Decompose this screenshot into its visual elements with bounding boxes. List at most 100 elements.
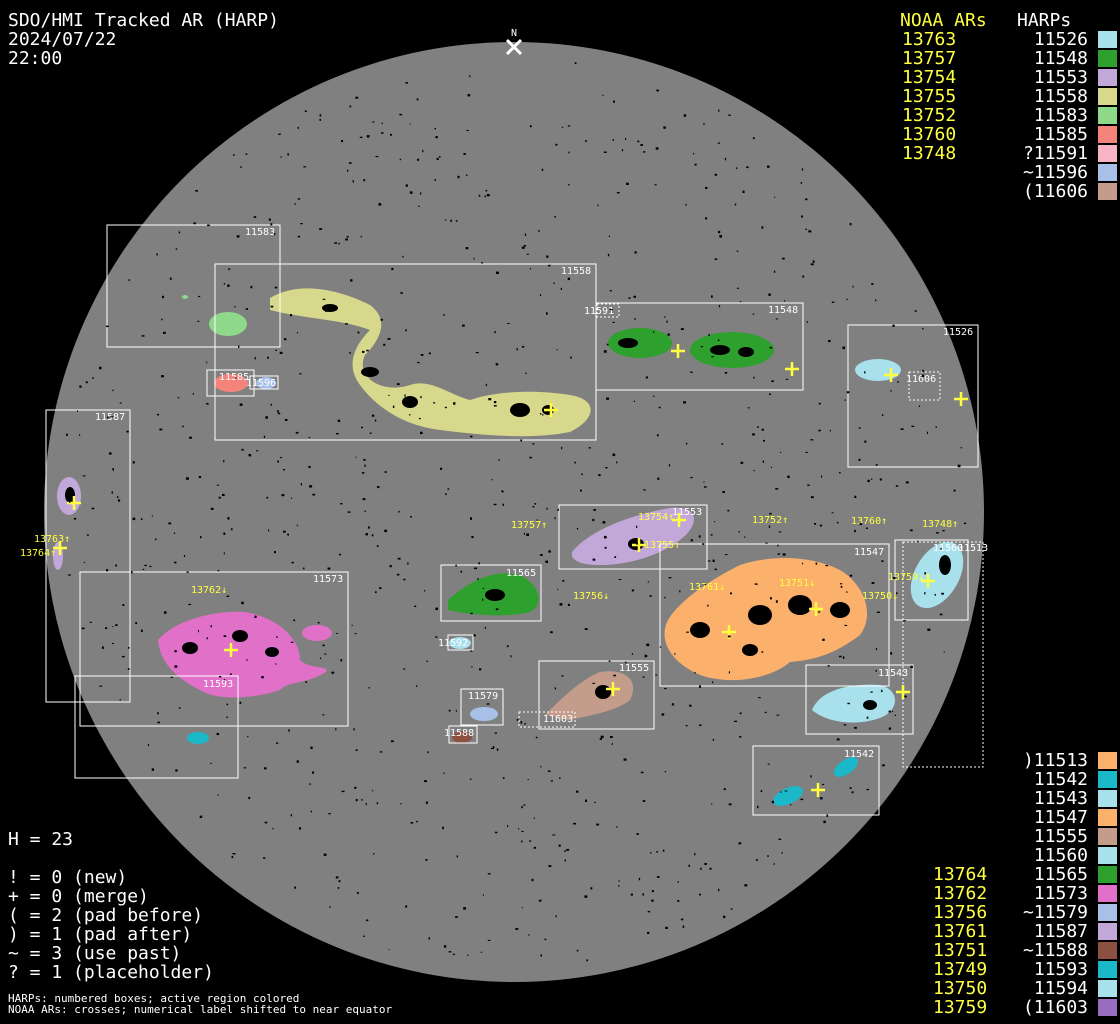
harp-color-swatch — [1098, 183, 1117, 200]
harp-label: 11526 — [943, 327, 973, 338]
north-label: N — [511, 28, 517, 39]
active-regions — [53, 288, 964, 806]
harp-color-swatch — [1098, 828, 1117, 845]
harp-legend-item: 11593 — [1033, 959, 1088, 980]
noaa-label: 13759↓ — [888, 572, 924, 583]
harp-legend-item: ~11596 — [1022, 162, 1088, 183]
harp-color-swatch — [1098, 999, 1117, 1016]
harp-label: 11579 — [468, 691, 498, 702]
noaa-crosses — [53, 344, 968, 797]
harp-box-11579 — [460, 688, 504, 726]
harp-legend-item: 11548 — [1033, 48, 1088, 69]
harp-legend-item: 11543 — [1033, 788, 1088, 809]
harp-color-swatch — [1098, 885, 1117, 902]
region-11548-b — [690, 332, 774, 368]
harp-label: 11606 — [906, 374, 936, 385]
harp-label: 11560 — [933, 543, 963, 554]
harp-legend-item: ?11591 — [1022, 143, 1088, 164]
harp-color-swatch — [1098, 866, 1117, 883]
noaa-label: 13757↑ — [511, 520, 547, 531]
harp-legend-item: 11555 — [1033, 826, 1088, 847]
harp-legend-item: 11573 — [1033, 883, 1088, 904]
region-11558 — [270, 288, 591, 437]
harp-legend-item: 11594 — [1033, 978, 1088, 999]
harp-box-11606 — [908, 371, 941, 401]
noaa-legend-item: 13749 — [933, 959, 988, 980]
harp-box-11560 — [894, 539, 969, 621]
harp-color-swatch — [1098, 88, 1117, 105]
harp-label: 11593 — [203, 679, 233, 690]
harp-box-11553 — [558, 504, 708, 570]
noaa-cross-icon — [224, 643, 238, 657]
harp-box-11583 — [106, 224, 281, 348]
harp-color-swatch — [1098, 790, 1117, 807]
noaa-label: 13752↑ — [752, 515, 788, 526]
footer-noaa-note: NOAA ARs: crosses; numerical label shift… — [8, 1003, 393, 1016]
harp-box-11526 — [847, 324, 979, 468]
noaa-legend-item: 13761 — [933, 921, 988, 942]
harp-box-11591 — [596, 303, 620, 318]
harp-box-11513 — [902, 541, 984, 768]
harp-count: H = 23 — [8, 829, 74, 850]
harp-label: 11596 — [246, 378, 276, 389]
sunspots — [65, 304, 951, 710]
header-date: 2024/07/22 — [8, 29, 117, 50]
harp-box-11565 — [440, 564, 542, 622]
harp-color-swatch — [1098, 942, 1117, 959]
region-11592 — [449, 637, 471, 649]
region-11553 — [571, 507, 694, 565]
harp-color-swatch — [1098, 904, 1117, 921]
noaa-cross-icon — [954, 392, 968, 406]
harp-label: 11587 — [95, 412, 125, 423]
footer-harp-note: HARPs: numbered boxes; active region col… — [8, 992, 300, 1005]
noaa-label: 13756↓ — [573, 591, 609, 602]
noaa-label: 13754↑ — [638, 512, 674, 523]
harp-box-11585 — [206, 369, 255, 397]
harp-box-11603 — [518, 711, 576, 728]
stats-line: ) = 1 (pad after) — [8, 924, 193, 945]
harp-label: 11585 — [219, 372, 249, 383]
harp-box-11587 — [45, 409, 131, 703]
harp-color-swatch — [1098, 809, 1117, 826]
noaa-disk-labels: 13757↑ 13754↑ 13755↑ 13752↑ 13760↑ 13748… — [20, 512, 958, 602]
noaa-legend-header: NOAA ARs — [900, 10, 987, 31]
harp-box-11542 — [752, 745, 880, 816]
harp-label: 11565 — [506, 568, 536, 579]
harp-box-11548 — [595, 302, 804, 391]
noaa-legend-item: 13757 — [902, 48, 957, 69]
region-11593 — [187, 732, 209, 744]
harp-legend-item: 11583 — [1033, 105, 1088, 126]
harp-box-11573 — [79, 571, 349, 727]
harp-label: 11513 — [958, 543, 988, 554]
stats-line: + = 0 (merge) — [8, 886, 149, 907]
harp-label: 11583 — [245, 227, 275, 238]
region-11596 — [256, 377, 276, 389]
noaa-legend-item: 13760 — [902, 124, 957, 145]
harp-label: 11558 — [561, 266, 591, 277]
harp-box-11596 — [249, 375, 279, 390]
noaa-legend-item: 13755 — [902, 86, 957, 107]
harp-box-11547 — [659, 543, 890, 687]
noaa-legend-item: 13764 — [933, 864, 988, 885]
harp-color-swatch — [1098, 31, 1117, 48]
region-11560 — [910, 541, 964, 609]
harp-color-swatch — [1098, 50, 1117, 67]
harp-color-swatch — [1098, 145, 1117, 162]
region-11555 — [545, 671, 634, 720]
harp-color-swatch — [1098, 752, 1117, 769]
noaa-cross-icon — [811, 783, 825, 797]
harp-legend-item: (11603 — [1022, 997, 1088, 1018]
stats-line: ~ = 3 (use past) — [8, 943, 182, 964]
harp-label: 11591 — [584, 306, 614, 317]
harp-color-swatch — [1098, 980, 1117, 997]
region-11588 — [452, 731, 472, 743]
noaa-cross-icon — [606, 682, 620, 696]
region-11583 — [209, 312, 247, 336]
noaa-legend-item: 13748 — [902, 143, 957, 164]
harp-box-11555 — [538, 660, 655, 730]
stats-line: ! = 0 (new) — [8, 867, 128, 888]
noaa-legend-item: 13756 — [933, 902, 988, 923]
harp-color-swatch — [1098, 107, 1117, 124]
region-11583-small — [182, 295, 188, 299]
harp-legend-item: )11513 — [1022, 750, 1088, 771]
